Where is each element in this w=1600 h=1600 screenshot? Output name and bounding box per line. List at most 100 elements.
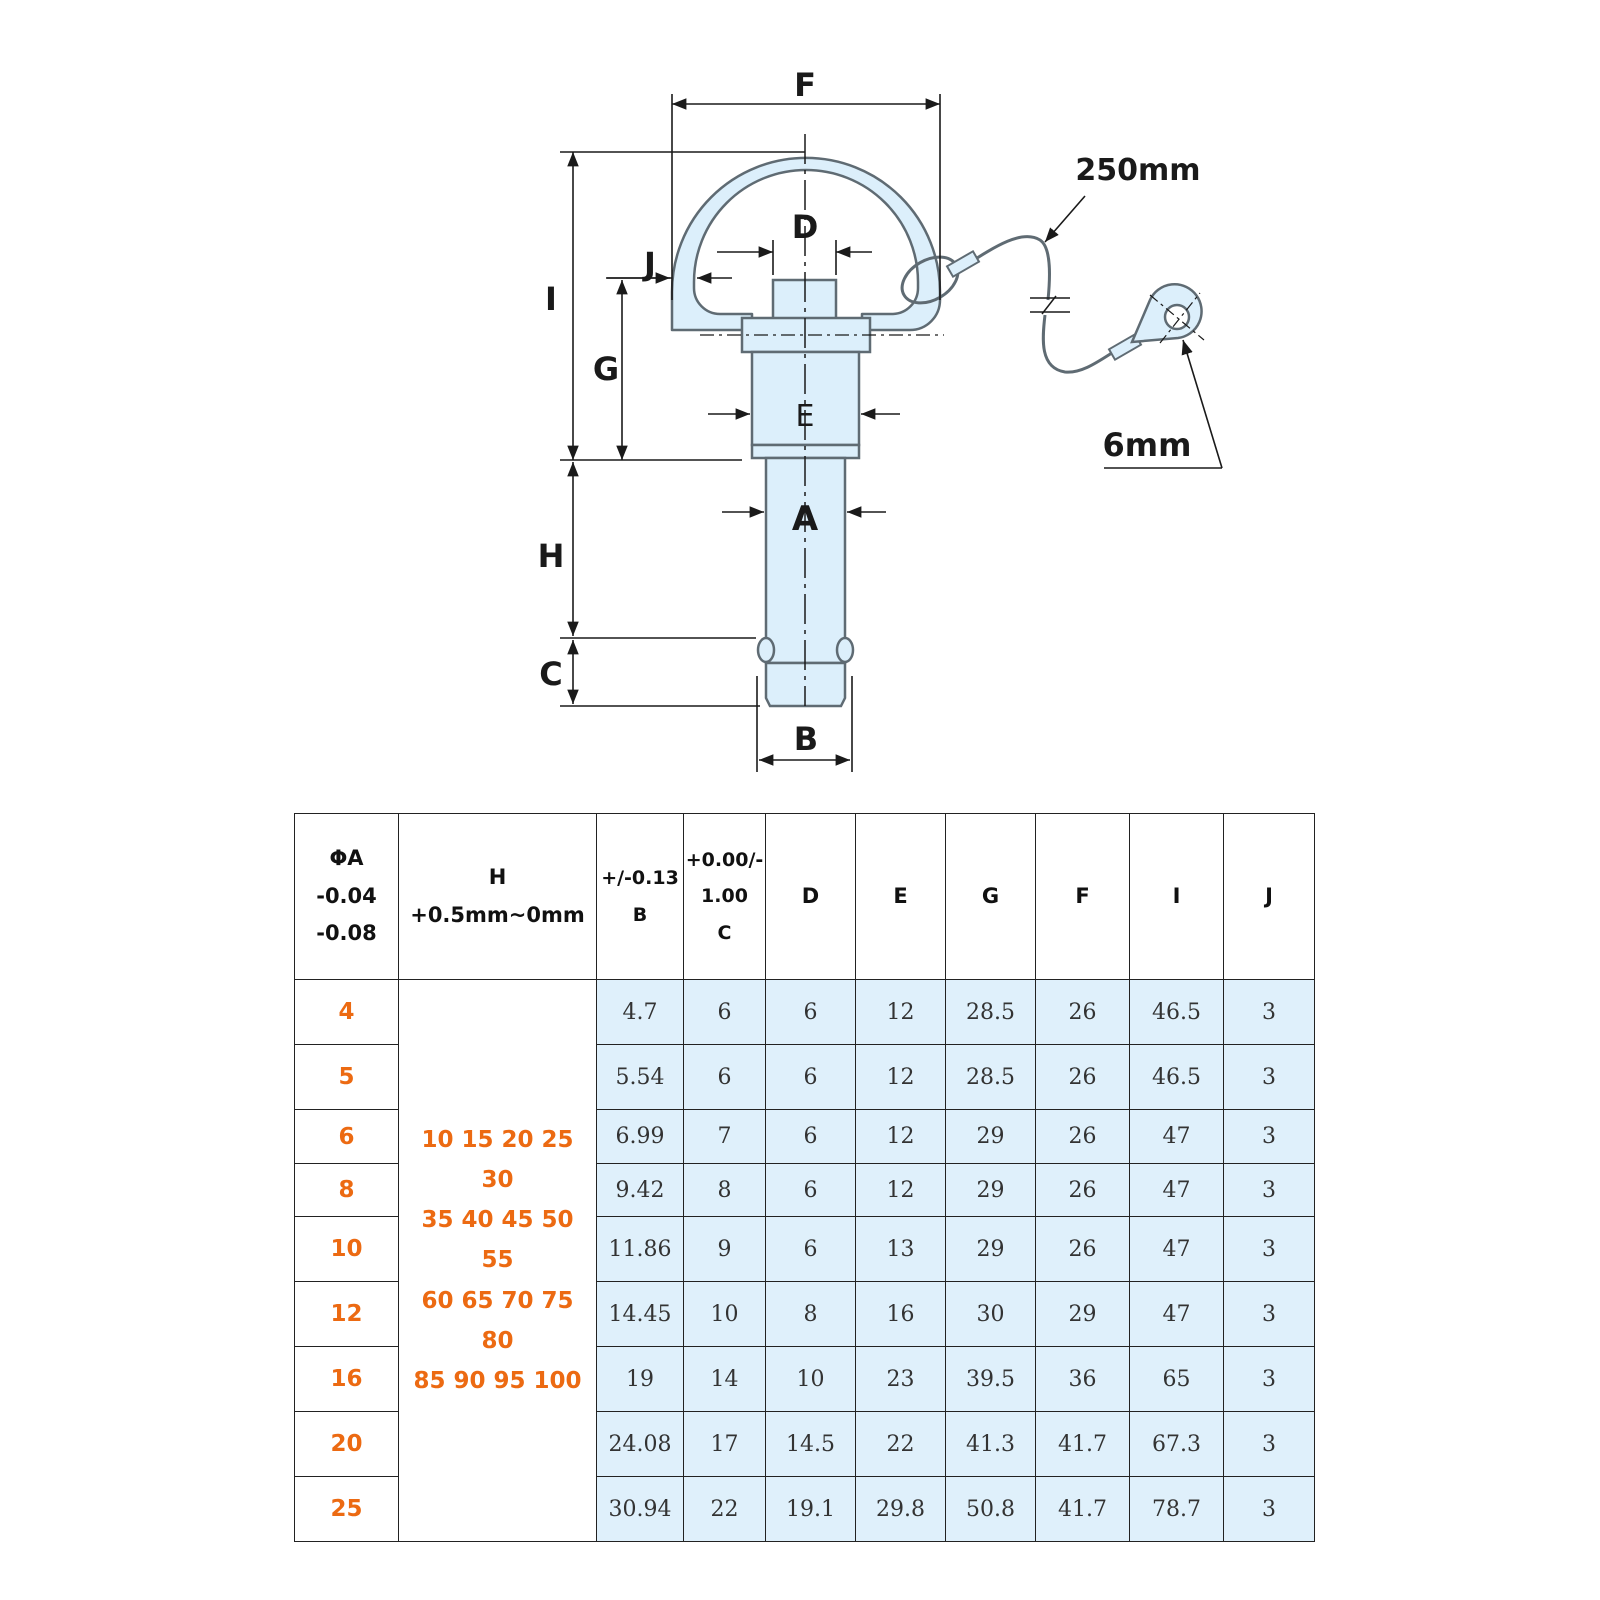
- cell-c: 9: [683, 1216, 766, 1282]
- cell-i: 67.3: [1129, 1411, 1224, 1477]
- cell-g: 39.5: [945, 1346, 1036, 1412]
- cell-b: 4.7: [596, 979, 684, 1045]
- cell-d: 8: [765, 1281, 856, 1347]
- cell-j: 3: [1223, 1281, 1315, 1347]
- cell-e: 29.8: [855, 1476, 946, 1542]
- header-a: ΦA -0.04 -0.08: [294, 813, 399, 980]
- cell-g: 50.8: [945, 1476, 1036, 1542]
- cell-g: 30: [945, 1281, 1036, 1347]
- cell-f: 26: [1035, 979, 1130, 1045]
- header-e: E: [855, 813, 946, 980]
- label-f: F: [794, 66, 816, 104]
- cell-b: 6.99: [596, 1109, 684, 1164]
- cell-d: 6: [765, 979, 856, 1045]
- cell-j: 3: [1223, 1411, 1315, 1477]
- header-i: I: [1129, 813, 1224, 980]
- cell-c: 6: [683, 979, 766, 1045]
- cell-b: 11.86: [596, 1216, 684, 1282]
- lanyard-cable: [954, 235, 1126, 374]
- cell-g: 28.5: [945, 1044, 1036, 1110]
- cell-d: 19.1: [765, 1476, 856, 1542]
- h-value-line: 85 90 95 100: [413, 1368, 582, 1395]
- cell-c: 6: [683, 1044, 766, 1110]
- cell-d: 6: [765, 1109, 856, 1164]
- cell-b: 30.94: [596, 1476, 684, 1542]
- cell-a: 4: [294, 979, 399, 1045]
- cell-d: 14.5: [765, 1411, 856, 1477]
- cell-b: 9.42: [596, 1163, 684, 1217]
- cell-b: 24.08: [596, 1411, 684, 1477]
- cell-j: 3: [1223, 1346, 1315, 1412]
- cell-c: 14: [683, 1346, 766, 1412]
- cell-e: 23: [855, 1346, 946, 1412]
- cell-d: 6: [765, 1044, 856, 1110]
- cell-i: 47: [1129, 1216, 1224, 1282]
- cell-f: 36: [1035, 1346, 1130, 1412]
- header-c: +0.00/- 1.00 C: [683, 813, 766, 980]
- label-g: G: [593, 350, 619, 388]
- header-j: J: [1223, 813, 1315, 980]
- header-f: F: [1035, 813, 1130, 980]
- cell-a: 5: [294, 1044, 399, 1110]
- label-i: I: [545, 280, 557, 318]
- cell-a: 8: [294, 1163, 399, 1217]
- cell-f: 26: [1035, 1216, 1130, 1282]
- locking-ball-left: [756, 636, 776, 664]
- cell-j: 3: [1223, 1163, 1315, 1217]
- pin-diagram: F D J I G E A H C B 250mm 6mm: [538, 66, 1223, 772]
- cell-f: 41.7: [1035, 1476, 1130, 1542]
- cell-c: 10: [683, 1281, 766, 1347]
- cell-e: 12: [855, 979, 946, 1045]
- cell-a: 25: [294, 1476, 399, 1542]
- cell-j: 3: [1223, 979, 1315, 1045]
- cell-d: 10: [765, 1346, 856, 1412]
- cell-i: 65: [1129, 1346, 1224, 1412]
- cell-c: 7: [683, 1109, 766, 1164]
- cell-f: 26: [1035, 1163, 1130, 1217]
- cell-e: 12: [855, 1163, 946, 1217]
- dimension-table: ΦA -0.04 -0.08 H +0.5mm~0mm +/-0.13 B +0…: [294, 813, 1315, 1542]
- cell-g: 29: [945, 1216, 1036, 1282]
- cell-f: 29: [1035, 1281, 1130, 1347]
- cell-b: 5.54: [596, 1044, 684, 1110]
- cell-i: 78.7: [1129, 1476, 1224, 1542]
- header-g: G: [945, 813, 1036, 980]
- cell-b: 19: [596, 1346, 684, 1412]
- cell-g: 29: [945, 1163, 1036, 1217]
- cell-j: 3: [1223, 1216, 1315, 1282]
- cell-j: 3: [1223, 1109, 1315, 1164]
- cable-break-mark: [1030, 295, 1070, 315]
- cell-d: 6: [765, 1163, 856, 1217]
- label-cable-length: 250mm: [1075, 153, 1200, 188]
- cell-j: 3: [1223, 1044, 1315, 1110]
- cell-f: 41.7: [1035, 1411, 1130, 1477]
- cell-e: 13: [855, 1216, 946, 1282]
- header-h: H +0.5mm~0mm: [398, 813, 597, 980]
- cell-i: 46.5: [1129, 1044, 1224, 1110]
- cell-c: 8: [683, 1163, 766, 1217]
- label-a: A: [792, 499, 819, 539]
- crimp-sleeve-top: [945, 249, 981, 279]
- header-b: +/-0.13 B: [596, 813, 684, 980]
- cell-a: 12: [294, 1281, 399, 1347]
- cell-e: 22: [855, 1411, 946, 1477]
- h-value-line: 60 65 70 75 80: [421, 1287, 574, 1354]
- label-b: B: [794, 720, 818, 758]
- table-header-row: ΦA -0.04 -0.08 H +0.5mm~0mm +/-0.13 B +0…: [294, 813, 1315, 980]
- header-d: D: [765, 813, 856, 980]
- cell-f: 26: [1035, 1044, 1130, 1110]
- cell-a: 10: [294, 1216, 399, 1282]
- cell-g: 28.5: [945, 979, 1036, 1045]
- label-d: D: [792, 208, 819, 246]
- dimension-lines: [560, 94, 1223, 772]
- label-e: E: [796, 399, 815, 434]
- cell-g: 29: [945, 1109, 1036, 1164]
- locking-ball-right: [835, 636, 855, 664]
- cell-a: 6: [294, 1109, 399, 1164]
- cell-e: 12: [855, 1044, 946, 1110]
